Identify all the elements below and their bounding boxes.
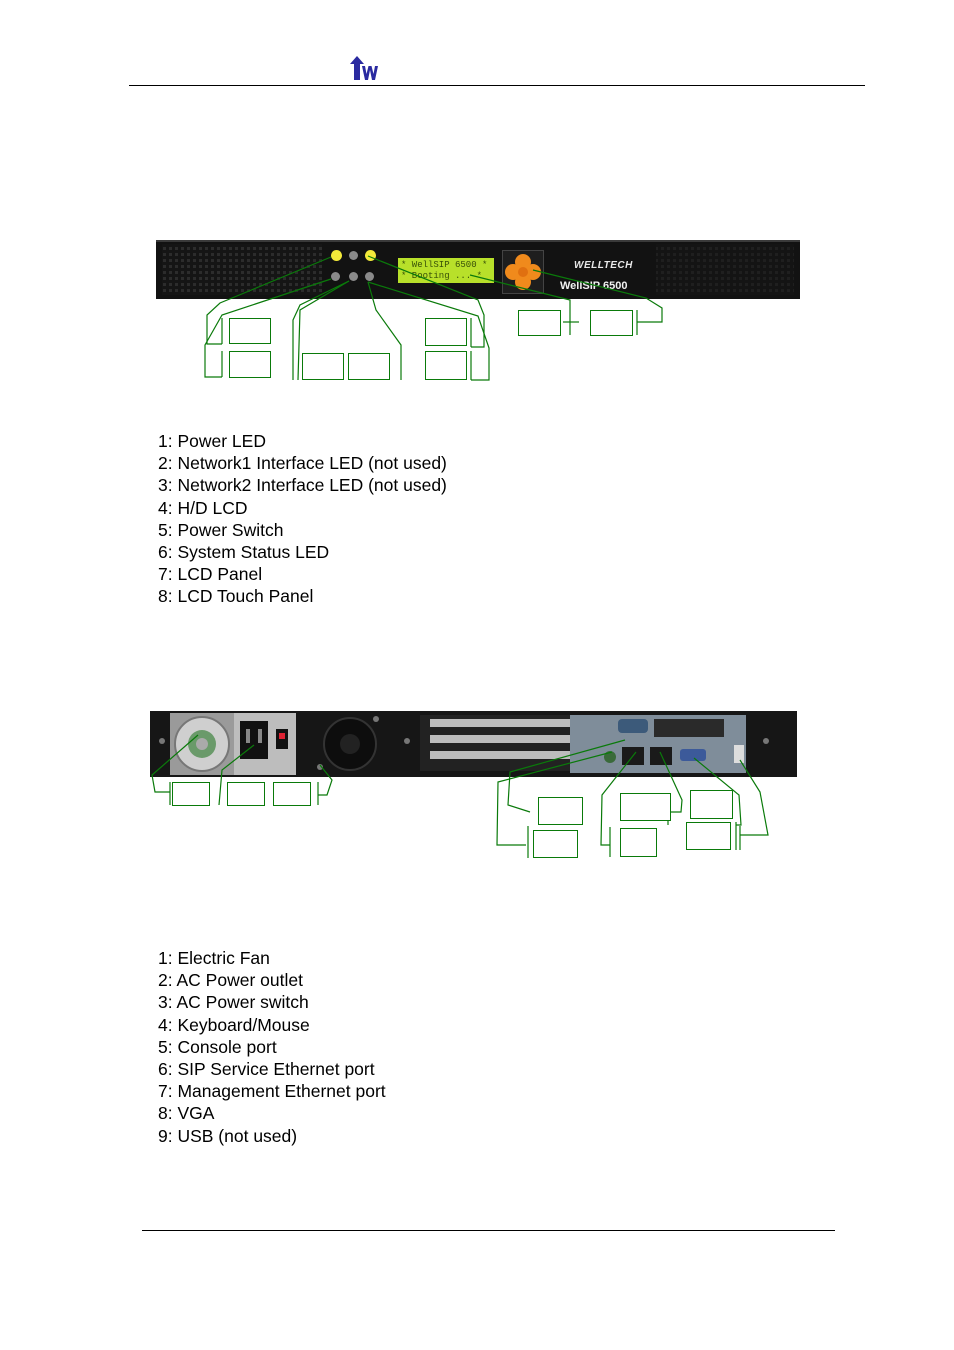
rear-callout-3 [273,782,311,806]
lcd-line-2: * Booting ... * [401,271,483,281]
rear-legend-item: 7: Management Ethernet port [158,1081,386,1102]
header-rule [129,85,865,86]
lcd-touch-panel[interactable] [502,250,544,294]
front-callout-5 [425,318,467,346]
lcd-panel: * WellSIP 6500 * * Booting ... * [398,258,494,283]
front-callout-7 [518,310,561,336]
rear-callout-5 [533,830,578,858]
rear-legend-item: 1: Electric Fan [158,948,270,968]
rear-legend-item: 2: AC Power outlet [158,970,303,991]
rear-legend-item: 6: SIP Service Ethernet port [158,1059,375,1080]
hd-led [349,251,358,260]
rear-callout-1 [172,782,210,806]
network1-led [331,272,340,281]
lcd-line-1: * WellSIP 6500 * [401,260,488,270]
rear-legend-item: 5: Console port [158,1036,277,1057]
footer-rule [142,1230,835,1231]
rear-callout-7 [620,828,657,857]
power-led [331,250,342,261]
front-panel-legend: 1: Power LED 2: Network1 Interface LED (… [158,430,447,608]
rear-panel-legend: 1: Electric Fan 2: AC Power outlet 3: AC… [158,947,386,1147]
front-legend-item: 5: Power Switch [158,519,284,540]
front-callout-8 [590,310,633,336]
rear-legend-item: 8: VGA [158,1103,215,1124]
front-legend-item: 3: Network2 Interface LED (not used) [158,475,447,496]
rear-legend-item: 4: Keyboard/Mouse [158,1014,310,1035]
rear-callout-8 [690,790,733,819]
front-callout-2 [229,351,271,378]
rear-legend-item: 9: USB (not used) [158,1125,298,1146]
front-legend-item: 6: System Status LED [158,542,330,563]
rear-legend-item: 3: AC Power switch [158,992,309,1013]
front-legend-item: 2: Network1 Interface LED (not used) [158,453,447,474]
rear-callout-9 [686,822,731,850]
rear-callout-6 [620,793,671,821]
front-legend-item: 8: LCD Touch Panel [158,586,314,607]
rear-callout-2 [227,782,265,806]
front-brand: WELLTECH [574,260,633,271]
front-callout-1 [229,318,271,344]
header-logo [348,54,380,82]
network2-led [349,272,358,281]
front-callout-4 [348,353,390,380]
welltech-logo-icon [350,56,378,80]
arrow-pad-icon [505,254,541,290]
status-led [365,250,376,261]
front-callout-3 [302,353,344,380]
front-panel-photo: * WellSIP 6500 * * Booting ... * WELLTEC… [156,240,800,299]
rear-callout-4 [538,797,583,825]
front-legend-item: 4: H/D LCD [158,497,248,518]
front-legend-item: 7: LCD Panel [158,564,263,585]
front-legend-item: 1: Power LED [158,431,266,451]
power-switch[interactable] [365,272,374,281]
front-callout-6 [425,351,467,380]
